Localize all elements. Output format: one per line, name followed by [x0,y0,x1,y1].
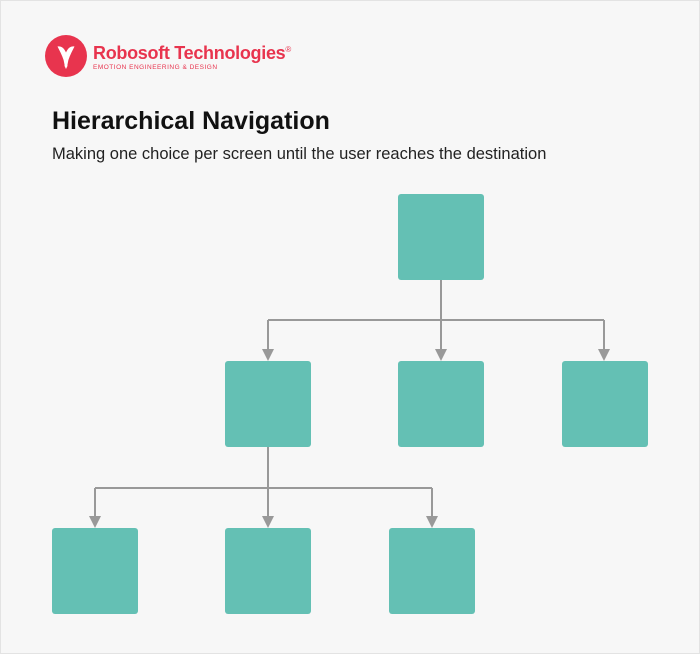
brand-text: Robosoft Technologies® EMOTION ENGINEERI… [93,40,291,72]
brand-logo: Robosoft Technologies® EMOTION ENGINEERI… [45,35,291,77]
registered-mark: ® [285,45,291,54]
node-level1-b [398,361,484,447]
page-subtitle: Making one choice per screen until the u… [52,145,547,163]
node-level2-c [389,528,475,614]
page-title: Hierarchical Navigation [52,107,330,135]
connector-lines [89,279,610,528]
node-level1-c [562,361,648,447]
node-level2-a [52,528,138,614]
node-level1-a [225,361,311,447]
brand-tagline: EMOTION ENGINEERING & DESIGN [93,64,218,71]
node-root [398,194,484,280]
tree-nodes [52,194,648,614]
brand-name: Robosoft Technologies® [93,43,291,63]
node-level2-b [225,528,311,614]
robosoft-logo-icon [45,35,87,77]
